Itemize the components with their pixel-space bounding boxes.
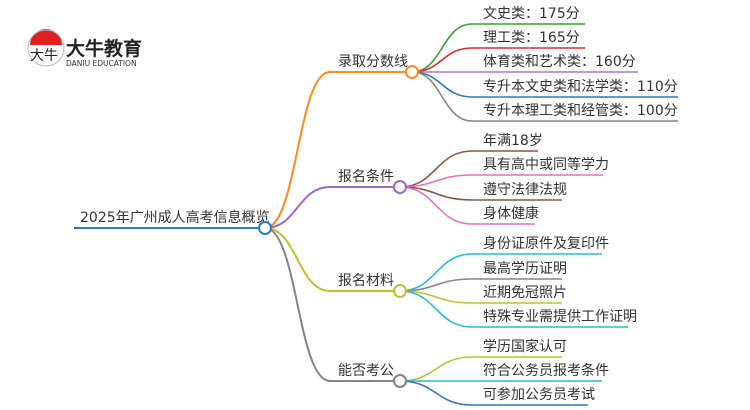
branch-link xyxy=(264,227,331,292)
branch-label: 报名条件 xyxy=(338,168,394,185)
logo-bubble xyxy=(27,29,65,67)
branch-label: 能否考公 xyxy=(338,363,394,379)
leaf-label: 近期免冠照片 xyxy=(483,285,567,301)
leaf-link xyxy=(399,150,473,188)
leaf-link xyxy=(399,253,473,292)
branch-link xyxy=(264,227,331,382)
leaf-label: 特殊专业需提供工作证明 xyxy=(483,309,637,325)
branch-collapse-toggle[interactable] xyxy=(393,180,407,194)
leaf-link xyxy=(399,186,473,225)
leaf-label: 年满18岁 xyxy=(483,133,543,149)
branch-collapse-toggle[interactable] xyxy=(393,284,407,298)
branch-collapse-toggle[interactable] xyxy=(393,374,407,388)
leaf-link xyxy=(411,71,473,122)
leaf-label: 遵守法律法规 xyxy=(483,181,567,198)
root-label: 2025年广州成人高考信息概览 xyxy=(80,209,270,226)
leaf-label: 可参加公务员考试 xyxy=(483,386,595,403)
branch-label: 录取分数线 xyxy=(338,54,408,70)
leaf-link xyxy=(399,356,473,382)
logo: 大牛 大牛教育 DANIU EDUCATION xyxy=(27,29,142,68)
leaf-label: 身体健康 xyxy=(483,205,539,222)
leaf-label: 具有高中或同等学力 xyxy=(483,156,609,173)
leaf-link xyxy=(411,47,473,73)
leaf-label: 符合公务员报考条件 xyxy=(483,362,609,379)
logo-mark: 大牛 xyxy=(30,48,58,64)
logo-red-arc xyxy=(30,29,62,45)
leaf-label: 学历国家认可 xyxy=(483,338,567,355)
leaf-link xyxy=(399,380,473,406)
branch-link xyxy=(264,71,331,229)
logo-name: 大牛教育 xyxy=(66,37,142,60)
leaf-label: 身份证原件及复印件 xyxy=(483,235,609,252)
root-collapse-toggle[interactable] xyxy=(258,221,272,235)
branch-label: 报名材料 xyxy=(338,273,394,289)
leaf-label: 文史类：175分 xyxy=(483,6,580,22)
branch-link xyxy=(264,186,331,229)
leaf-link xyxy=(411,71,473,98)
branch-collapse-toggle[interactable] xyxy=(405,65,419,79)
leaf-link xyxy=(411,23,473,73)
leaf-label: 体育类和艺术类：160分 xyxy=(483,54,636,70)
logo-subtitle: DANIU EDUCATION xyxy=(66,59,137,68)
leaf-label: 专升本理工类和经管类：100分 xyxy=(483,103,678,119)
leaf-link xyxy=(399,290,473,328)
leaf-label: 最高学历证明 xyxy=(483,260,567,277)
leaf-label: 专升本文史类和法学类：110分 xyxy=(483,79,678,95)
leaf-label: 理工类：165分 xyxy=(483,30,580,46)
